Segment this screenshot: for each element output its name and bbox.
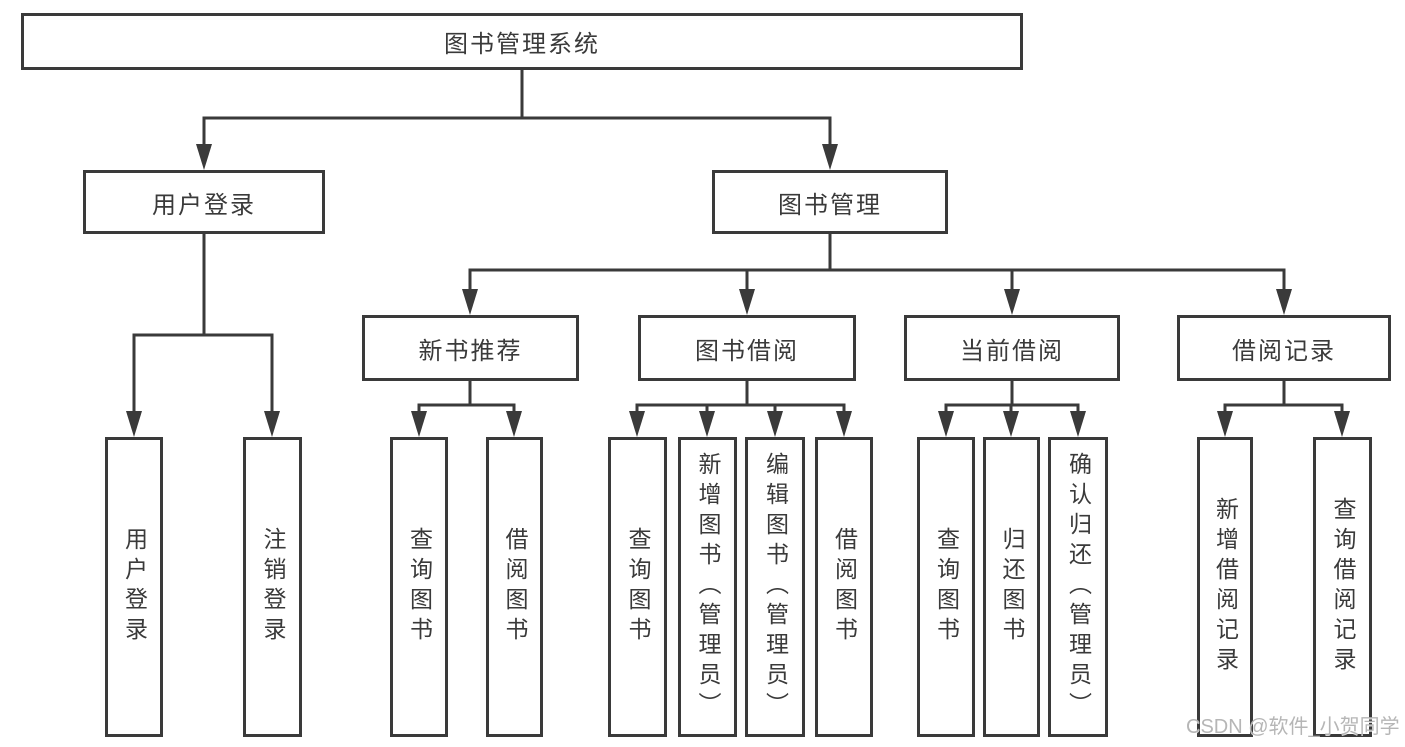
node-root-label: 图书管理系统 — [444, 31, 600, 58]
arrow-down-icon — [1003, 411, 1019, 437]
node-label: 图书管理 — [778, 191, 882, 219]
node-label: 确认归还（管理员） — [1065, 452, 1092, 722]
connector-bookmgmt-to-level3 — [462, 232, 1292, 315]
arrow-down-icon — [767, 411, 783, 437]
arrow-down-icon — [462, 289, 478, 315]
node-label: 当前借阅 — [960, 337, 1064, 365]
connector-lines — [468, 232, 1286, 293]
arrow-down-icon — [126, 411, 142, 437]
arrow-down-icon — [1004, 289, 1020, 315]
connector-lines — [202, 68, 832, 148]
arrow-down-icon — [411, 411, 427, 437]
arrow-down-icon — [836, 411, 852, 437]
csdn-watermark: CSDN @软件_小贺同学 — [1186, 716, 1400, 738]
connector-lines — [132, 232, 274, 415]
node-leaf-borrow-books: 借阅图书 — [486, 437, 543, 737]
arrow-down-icon — [1276, 289, 1292, 315]
node-label: 新增借阅记录 — [1212, 497, 1239, 677]
node-label: 借阅记录 — [1232, 337, 1336, 365]
connector-current-to-leaves — [938, 379, 1086, 437]
node-leaf-logout: 注销登录 — [243, 437, 302, 737]
node-label: 图书借阅 — [695, 337, 799, 365]
arrow-down-icon — [1070, 411, 1086, 437]
node-leaf-confirm-return-admin: 确认归还（管理员） — [1048, 437, 1108, 737]
node-leaf-edit-books-admin: 编辑图书（管理员） — [745, 437, 805, 737]
node-root-system: 图书管理系统 — [21, 13, 1023, 70]
node-leaf-query-books: 查询图书 — [390, 437, 448, 737]
arrow-down-icon — [264, 411, 280, 437]
node-user-login-module: 用户登录 — [83, 170, 325, 234]
node-label: 用户登录 — [152, 191, 256, 219]
connector-record-to-leaves — [1217, 379, 1350, 437]
arrow-down-icon — [739, 289, 755, 315]
arrow-down-icon — [938, 411, 954, 437]
node-leaf-user-login: 用户登录 — [105, 437, 163, 737]
node-new-book-recommend: 新书推荐 — [362, 315, 579, 381]
node-leaf-query-books: 查询图书 — [917, 437, 975, 737]
node-label: 借阅图书 — [502, 527, 528, 647]
node-label: 编辑图书（管理员） — [762, 452, 789, 722]
node-label: 新书推荐 — [418, 337, 523, 365]
connector-lines — [944, 379, 1080, 415]
node-leaf-return-books: 归还图书 — [983, 437, 1040, 737]
arrow-down-icon — [196, 144, 212, 170]
arrow-down-icon — [1334, 411, 1350, 437]
node-label: 查询图书 — [406, 527, 433, 647]
node-book-borrowing: 图书借阅 — [638, 315, 856, 381]
connector-borrow-to-leaves — [629, 379, 852, 437]
connector-login-to-leaves — [126, 232, 280, 437]
arrow-down-icon — [506, 411, 522, 437]
node-label: 借阅图书 — [831, 527, 858, 647]
node-borrowing-records: 借阅记录 — [1177, 315, 1391, 381]
connector-lines — [635, 379, 846, 415]
node-leaf-query-borrow-record: 查询借阅记录 — [1313, 437, 1372, 737]
connector-root-to-level2 — [196, 68, 838, 170]
node-current-borrowing: 当前借阅 — [904, 315, 1120, 381]
connector-lines — [417, 379, 516, 415]
node-leaf-add-books-admin: 新增图书（管理员） — [678, 437, 737, 737]
node-label: 用户登录 — [121, 527, 148, 647]
node-label: 新增图书（管理员） — [695, 452, 721, 722]
connector-lines — [1223, 379, 1344, 415]
node-label: 归还图书 — [999, 527, 1025, 647]
node-book-management-module: 图书管理 — [712, 170, 948, 234]
arrow-down-icon — [1217, 411, 1233, 437]
node-leaf-borrow-books: 借阅图书 — [815, 437, 873, 737]
arrow-down-icon — [629, 411, 645, 437]
connector-newbook-to-leaves — [411, 379, 522, 437]
node-label: 注销登录 — [260, 527, 286, 647]
node-leaf-query-books: 查询图书 — [608, 437, 667, 737]
node-label: 查询图书 — [933, 527, 960, 647]
arrow-down-icon — [699, 411, 715, 437]
node-leaf-add-borrow-record: 新增借阅记录 — [1197, 437, 1253, 737]
node-label: 查询图书 — [625, 527, 651, 647]
node-label: 查询借阅记录 — [1330, 497, 1356, 677]
arrow-down-icon — [822, 144, 838, 170]
